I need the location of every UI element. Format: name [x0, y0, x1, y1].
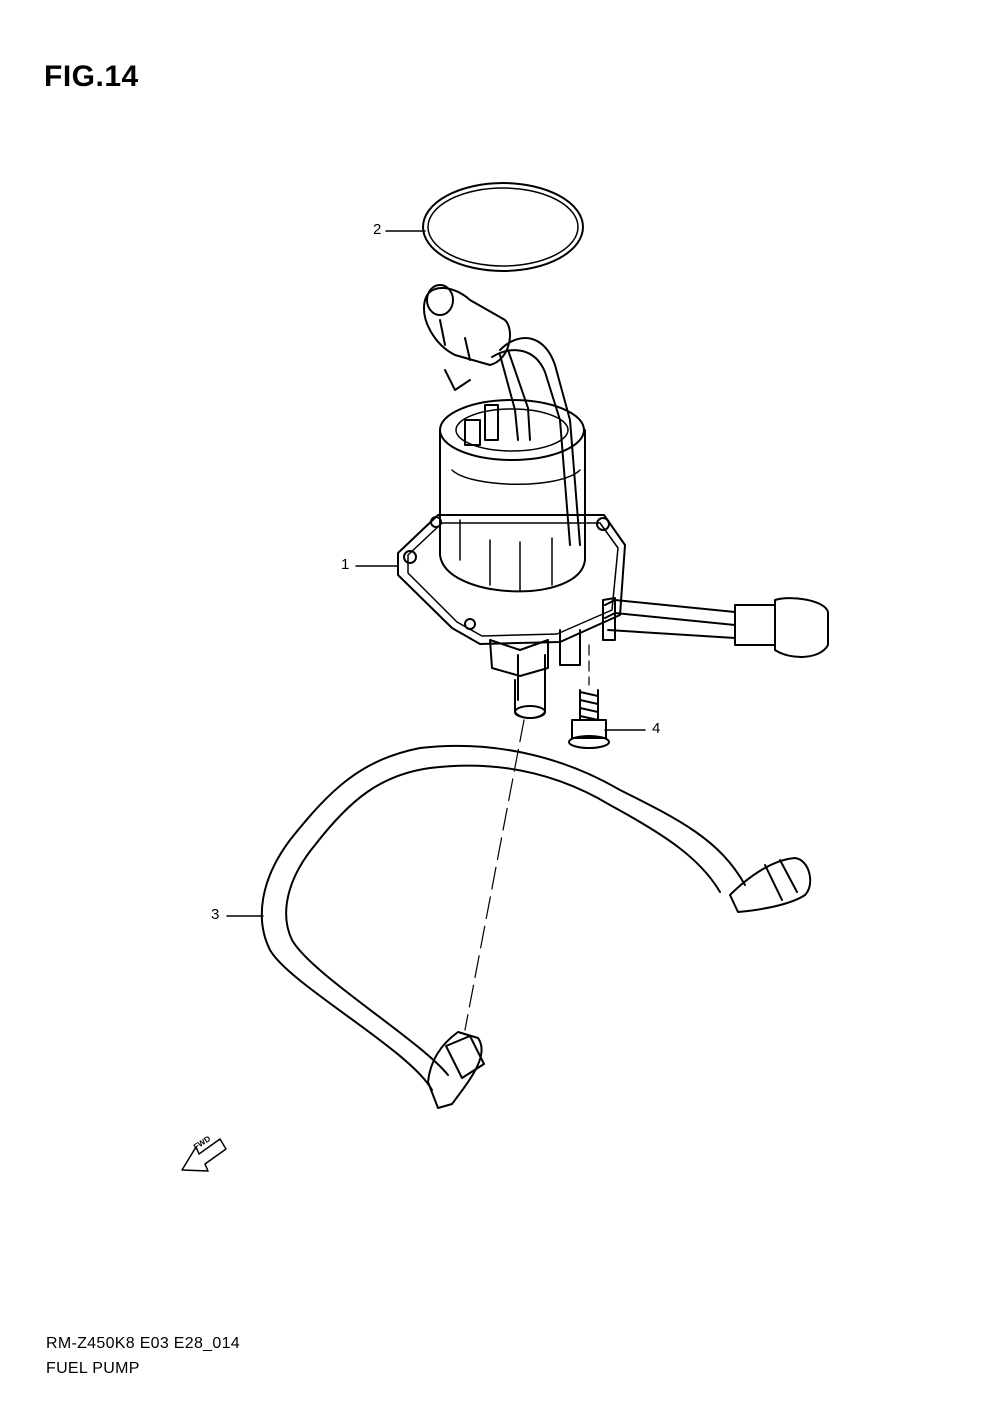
- callout-3: 3: [211, 906, 220, 923]
- callout-2: 2: [373, 221, 382, 238]
- figure-title: FIG.14: [44, 60, 139, 93]
- section-name: FUEL PUMP: [46, 1360, 140, 1377]
- callout-1: 1: [341, 556, 350, 573]
- fuel-pump-assembly: [397, 284, 829, 719]
- callout-4: 4: [652, 720, 661, 737]
- model-code: RM-Z450K8 E03 E28_014: [46, 1335, 240, 1352]
- flange-bolt-part: [568, 644, 610, 749]
- fuel-hose-part: [260, 719, 812, 1109]
- fwd-arrow-icon: [181, 1138, 227, 1172]
- o-ring-part: [422, 182, 584, 272]
